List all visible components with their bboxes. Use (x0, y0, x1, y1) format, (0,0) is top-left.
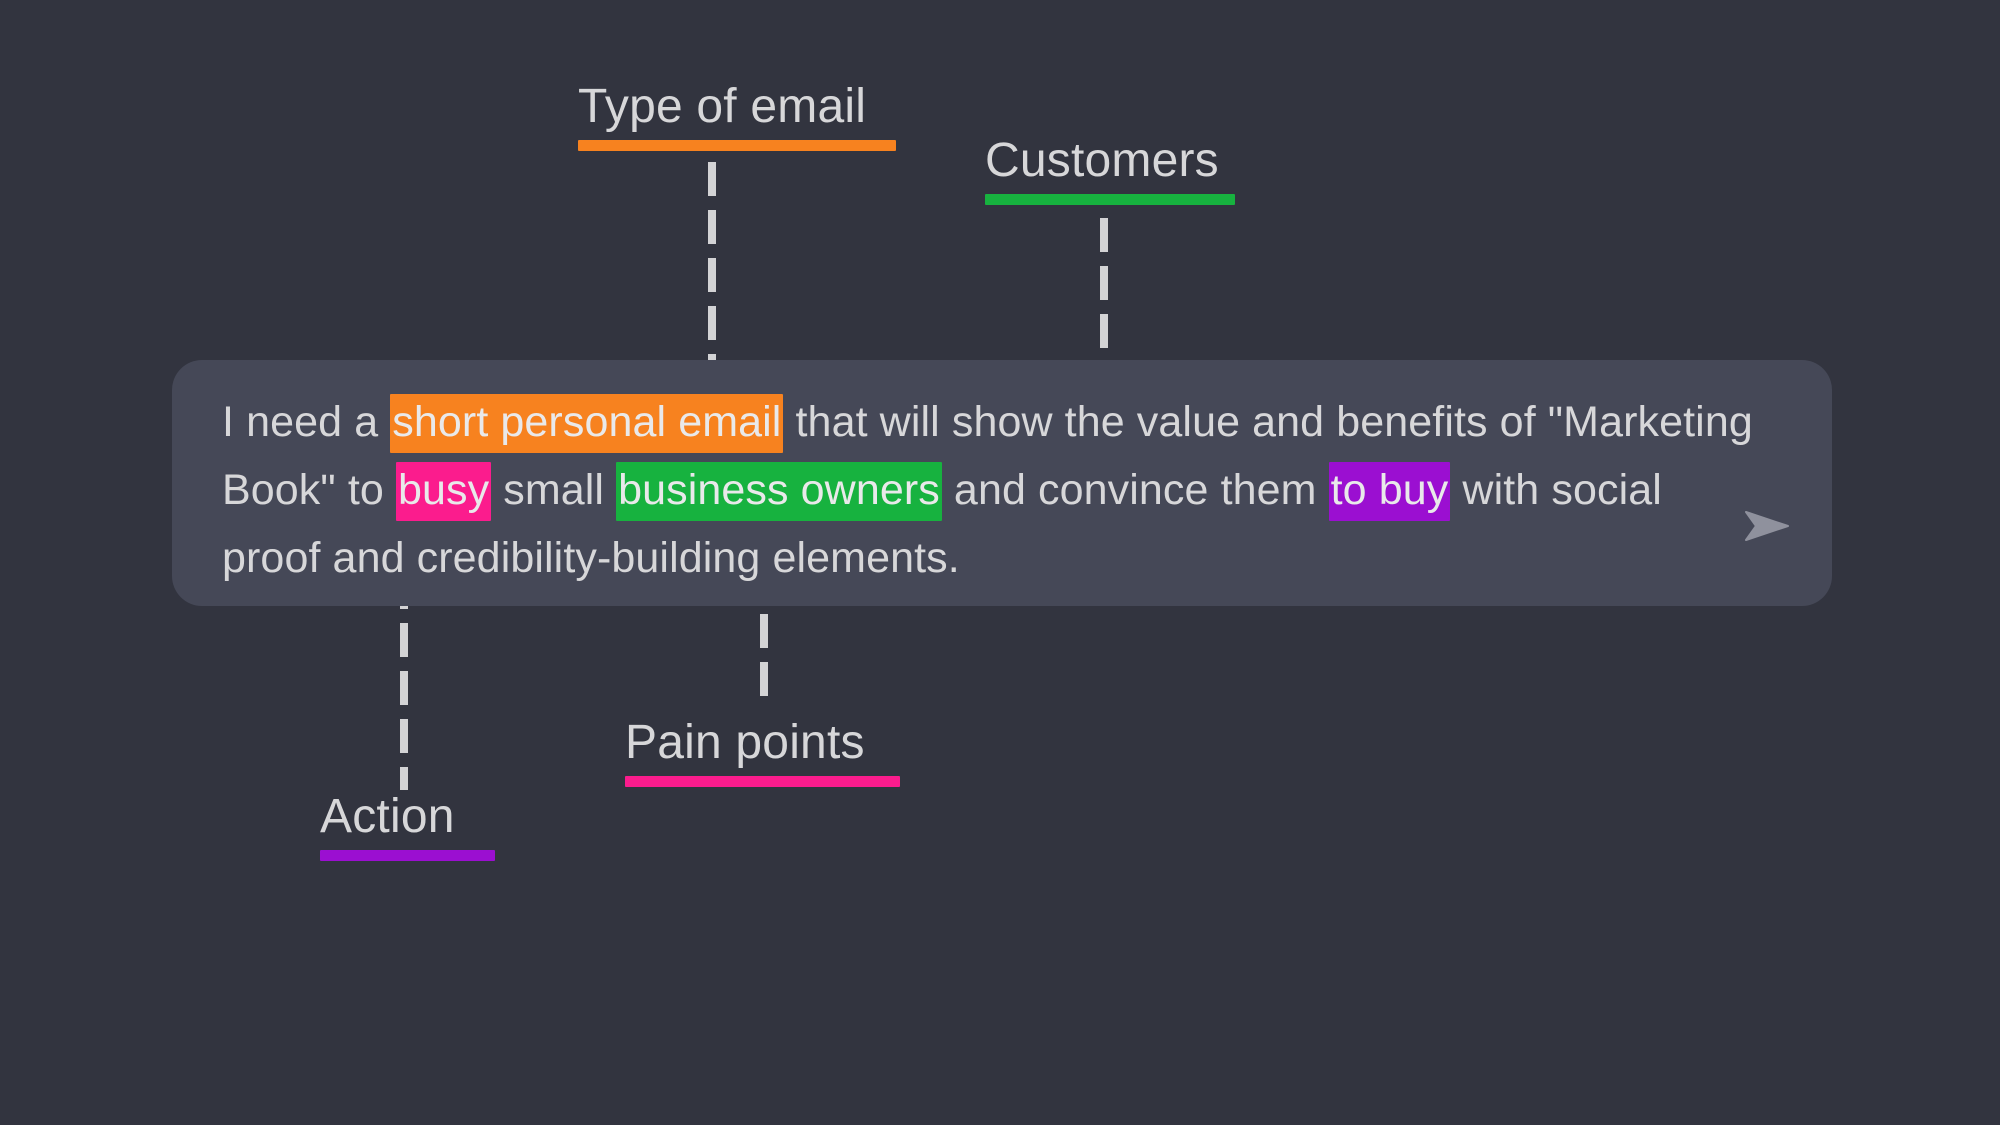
annotation-label-type-of-email: Type of email (578, 78, 896, 151)
prompt-segment-plain: that will show the value and benefits of… (222, 398, 1753, 514)
annotation-underline-type-of-email (578, 140, 896, 151)
prompt-text[interactable]: I need a short personal email that will … (222, 388, 1767, 592)
annotation-label-customers: Customers (985, 132, 1235, 205)
annotation-underline-pain-points (625, 776, 900, 787)
prompt-highlight-type-of-email: short personal email (390, 394, 784, 453)
annotation-label-pain-points-text: Pain points (625, 716, 865, 769)
annotation-label-pain-points: Pain points (625, 714, 900, 787)
annotation-label-type-of-email-text: Type of email (578, 80, 867, 133)
prompt-segment-plain: small (491, 466, 617, 514)
annotation-label-action-text: Action (320, 790, 455, 843)
annotation-underline-action (320, 850, 495, 861)
prompt-input-panel[interactable]: I need a short personal email that will … (172, 360, 1832, 606)
prompt-segment-plain: with social proof and credibility-buildi… (222, 466, 1662, 582)
prompt-highlight-action: to buy (1328, 462, 1451, 521)
prompt-highlight-customers: business owners (616, 462, 942, 521)
connector-line-action (400, 575, 408, 790)
annotation-label-action: Action (320, 788, 495, 861)
connector-line-type-of-email (708, 162, 716, 362)
prompt-segment-plain: and convince them (941, 466, 1329, 514)
annotation-label-customers-text: Customers (985, 134, 1219, 187)
prompt-highlight-pain-points: busy (395, 462, 492, 521)
annotation-underline-customers (985, 194, 1235, 205)
prompt-segment-plain: I need a (222, 398, 391, 446)
connector-line-customers (1100, 218, 1108, 364)
send-paper-plane-icon[interactable] (1744, 506, 1790, 546)
